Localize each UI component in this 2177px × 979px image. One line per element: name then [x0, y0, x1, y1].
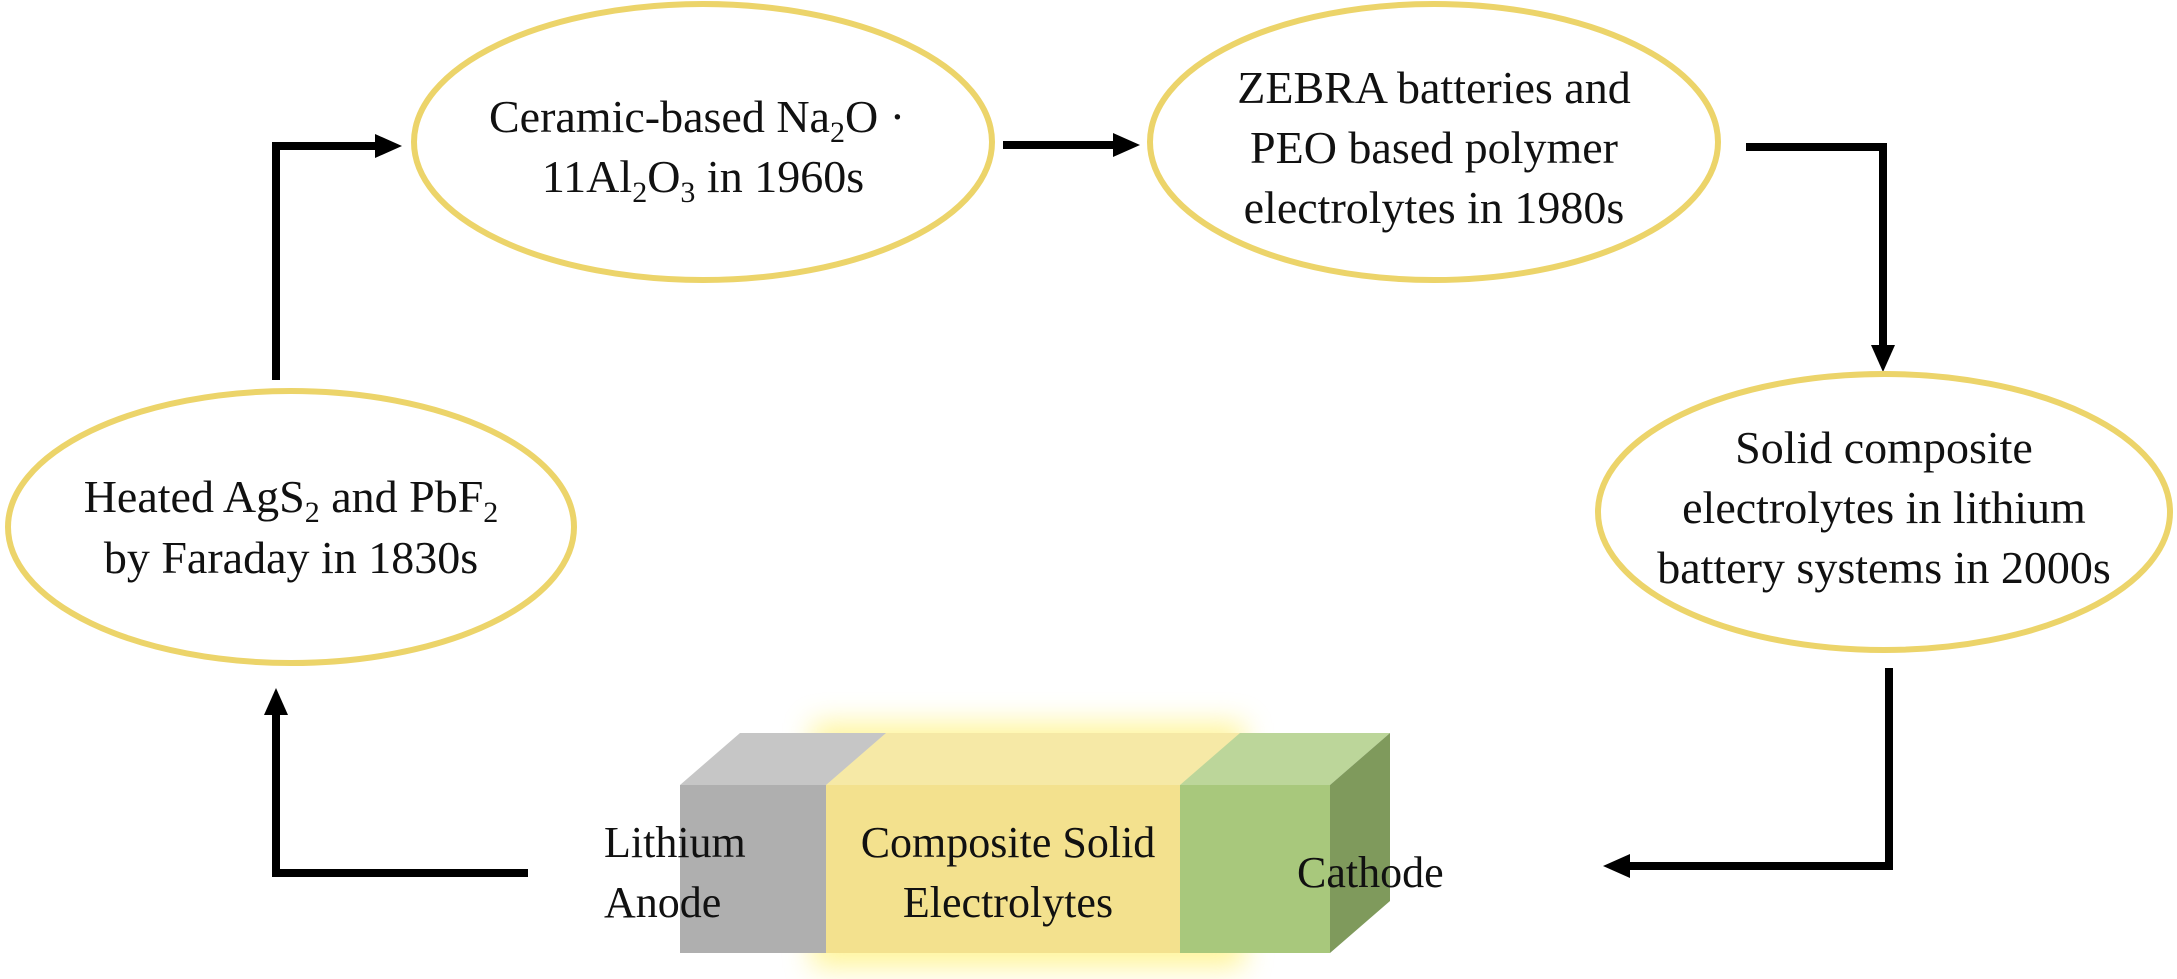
arrow-faraday-to-ceramic: [272, 142, 380, 380]
zebra-line2: PEO based polymer: [1250, 122, 1618, 173]
arrowhead-up-left-bottom: [264, 688, 288, 715]
electrolyte-label-line2: Electrolytes: [903, 878, 1113, 927]
ellipse-faraday: [5, 388, 577, 666]
zebra-line3: electrolytes in 1980s: [1244, 182, 1625, 233]
cathode-front-face: [1180, 785, 1330, 953]
ellipse-zebra: [1147, 1, 1721, 283]
zebra-line1: ZEBRA batteries and: [1237, 62, 1630, 113]
composite-line1: Solid composite: [1735, 422, 2033, 473]
arrowhead-right-top-middle: [1113, 133, 1140, 157]
composite-line2: electrolytes in lithium: [1682, 482, 2086, 533]
anode-top-face: [680, 733, 888, 785]
arrowhead-right-top-left: [375, 134, 402, 158]
battery-cell: Lithium Anode Composite Solid Electrolyt…: [604, 723, 1444, 968]
node-faraday: Heated AgS2 and PbF2 by Faraday in 1830s: [5, 388, 577, 666]
arrowhead-left-bottom-right: [1603, 854, 1630, 878]
cathode-label: Cathode: [1297, 848, 1444, 897]
node-zebra: ZEBRA batteries and PEO based polymer el…: [1147, 1, 1721, 283]
faraday-line2: by Faraday in 1830s: [104, 532, 478, 583]
faraday-line1: Heated AgS2 and PbF2: [84, 471, 499, 529]
cathode-side-face: [1330, 733, 1390, 953]
arrows: [264, 133, 1895, 878]
arrow-battery-to-faraday: [272, 710, 528, 877]
ellipse-ceramic: [411, 1, 995, 283]
cathode-top-face: [1180, 733, 1390, 785]
anode-label-line2: Anode: [604, 878, 721, 927]
composite-line3: battery systems in 2000s: [1657, 542, 2111, 593]
electrolyte-label-line1: Composite Solid: [861, 818, 1156, 867]
anode-label-line1: Lithium: [604, 818, 746, 867]
arrow-zebra-to-composite: [1746, 143, 1887, 350]
electrolyte-front-face: [826, 785, 1182, 953]
node-ceramic: Ceramic-based Na2O · 11Al2O3 in 1960s: [411, 1, 995, 283]
ceramic-line2: 11Al2O3 in 1960s: [542, 151, 864, 209]
ceramic-line1: Ceramic-based Na2O ·: [489, 91, 905, 149]
electrolyte-top-face: [826, 733, 1242, 785]
anode-front-face: [680, 785, 830, 953]
node-composite: Solid composite electrolytes in lithium …: [1595, 371, 2173, 653]
arrow-composite-to-battery: [1625, 668, 1893, 870]
arrowhead-down-right: [1871, 345, 1895, 372]
ellipse-composite: [1595, 371, 2173, 653]
